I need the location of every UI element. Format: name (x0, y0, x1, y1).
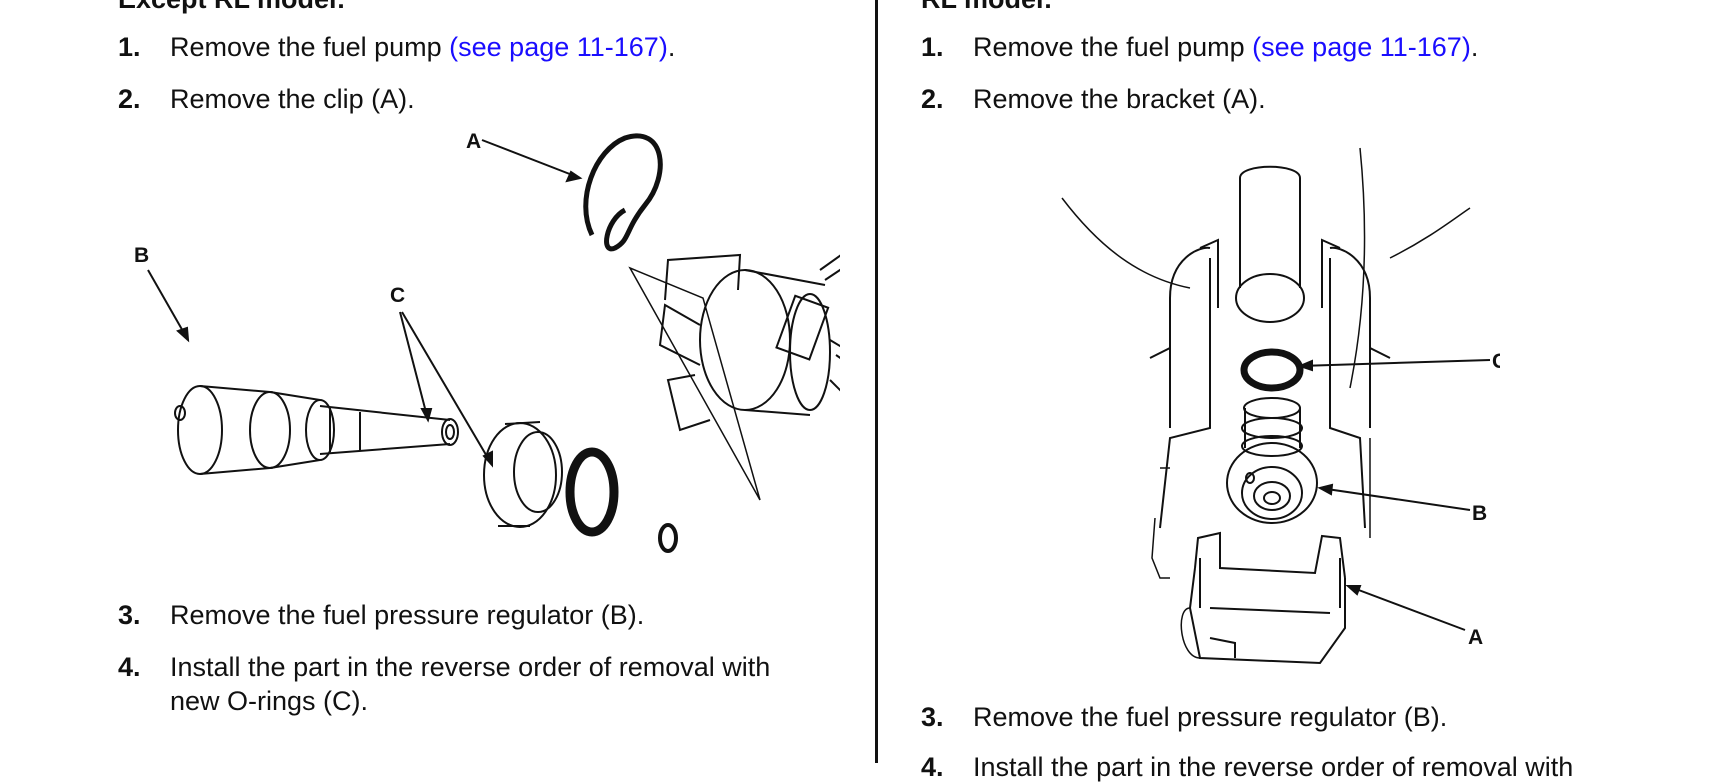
right-column: RL model: 1. Remove the fuel pump (see p… (880, 0, 1719, 782)
callout-c: C (1492, 350, 1500, 373)
clip-part (583, 133, 663, 252)
step-text: Remove the fuel pump (see page 11-167). (170, 32, 675, 63)
step-text: Remove the fuel pump (see page 11-167). (973, 32, 1478, 63)
o-ring (1240, 348, 1304, 392)
sleeve-part (483, 421, 563, 528)
step-text: Remove the fuel pressure regulator (B). (170, 600, 645, 630)
step-1-text: Remove the fuel pump (170, 32, 450, 62)
tube-assembly (1149, 165, 1391, 608)
step-1-period: . (1470, 32, 1479, 62)
callout-c: C (390, 284, 405, 307)
section-heading-rl: RL model: (921, 0, 1053, 13)
section-heading-except-rl: Except RL model: (118, 0, 346, 13)
step-number: 3. (118, 600, 141, 630)
see-page-link[interactable]: (see page 11-167) (449, 32, 668, 62)
step-text-line1: Install the part in the reverse order of… (170, 652, 771, 682)
callout-a: A (1468, 626, 1483, 649)
fuel-pressure-regulator-illustration-left: A B C (134, 130, 840, 553)
step-text: Remove the clip (A). (170, 84, 415, 114)
panel-outline (628, 266, 761, 501)
regulator-part (1226, 397, 1318, 524)
o-ring-small (658, 523, 678, 553)
left-column: Except RL model: 1. Remove the fuel pump… (0, 0, 876, 763)
see-page-link[interactable]: (see page 11-167) (1252, 32, 1471, 62)
column-divider (875, 0, 878, 763)
step-number: 1. (118, 32, 141, 62)
pump-housing (658, 253, 840, 432)
step-number: 4. (921, 752, 944, 782)
step-text: Remove the bracket (A). (973, 84, 1266, 114)
fuel-pressure-regulator-illustration-right: C B A (1061, 147, 1500, 665)
callout-b: B (134, 244, 149, 267)
step-text: Install the part in the reverse order of… (973, 752, 1574, 782)
callout-b: B (1472, 502, 1487, 525)
step-number: 2. (921, 84, 944, 114)
o-ring-large (565, 447, 619, 537)
step-number: 3. (921, 702, 944, 732)
regulator-part (174, 385, 459, 475)
step-number: 1. (921, 32, 944, 62)
step-text-line2: new O-rings (C). (170, 686, 369, 716)
step-number: 2. (118, 84, 141, 114)
step-text: Remove the fuel pressure regulator (B). (973, 702, 1448, 732)
step-1-period: . (667, 32, 676, 62)
step-1-text: Remove the fuel pump (973, 32, 1253, 62)
callout-a: A (466, 130, 481, 153)
bracket-part (1151, 517, 1346, 665)
step-number: 4. (118, 652, 141, 682)
